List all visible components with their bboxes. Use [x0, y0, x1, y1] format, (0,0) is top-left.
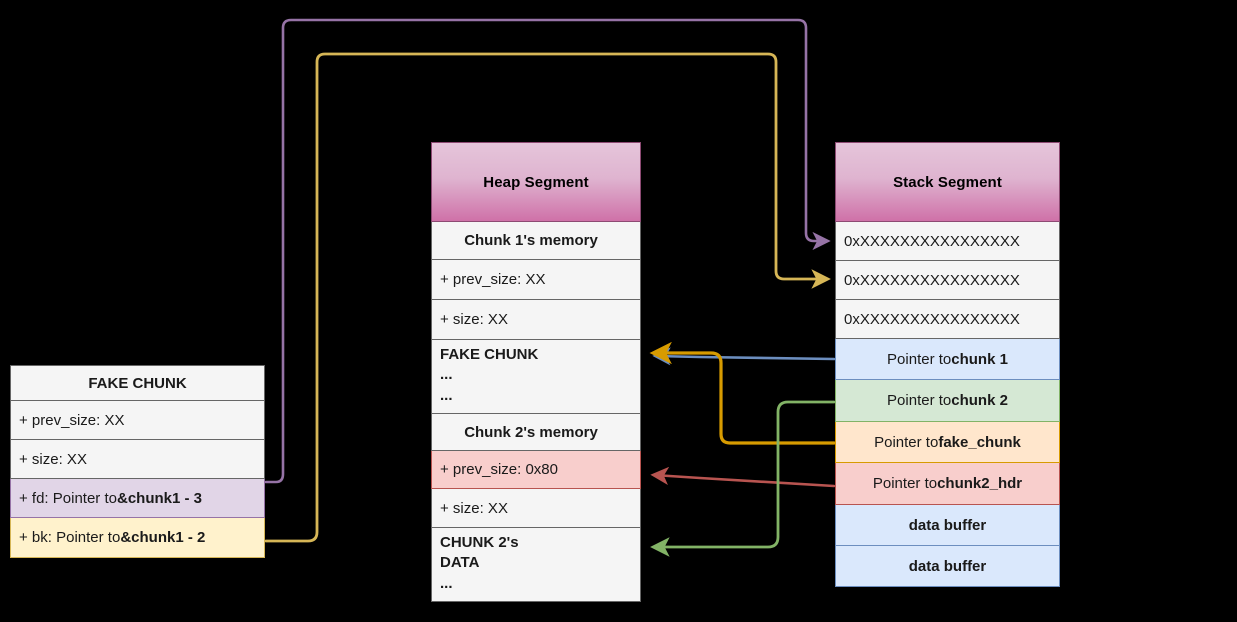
stack-row-address-1[interactable]: 0xXXXXXXXXXXXXXXXX [835, 222, 1060, 261]
heap-row-chunk2-size-label: + size: XX [440, 499, 508, 517]
connector-chunk1-pointer-to-fake-chunk [652, 347, 836, 366]
stack-row-pointer-to-fake-chunk[interactable]: Pointer to fake_chunk [835, 422, 1060, 463]
heap-row-chunk1-memory[interactable]: Chunk 1's memory [431, 222, 641, 260]
connector-chunk2-hdr-pointer-to-prev-size [650, 466, 836, 488]
connector-fake-chunk-pointer-to-fake-chunk [649, 341, 836, 445]
stack-row-data-buffer-1-label: data buffer [908, 516, 987, 534]
stack-row-pointer-to-chunk1[interactable]: Pointer to chunk 1 [835, 339, 1060, 380]
stack-row-pointer-to-chunk1-prefix: Pointer to [887, 350, 952, 368]
stack-segment-header: Stack Segment [835, 142, 1060, 222]
heap-row-fake-chunk-label: FAKE CHUNK [440, 346, 539, 363]
fake-chunk-row-fd[interactable]: + fd: Pointer to &chunk1 - 3 [10, 479, 265, 518]
fake-chunk-header: FAKE CHUNK [10, 365, 265, 401]
stack-row-address-2[interactable]: 0xXXXXXXXXXXXXXXXX [835, 261, 1060, 300]
heap-row-fake-chunk-ellipsis-1: ... [440, 366, 453, 384]
fake-chunk-row-size-label: + size: XX [19, 450, 87, 468]
fake-chunk-box: FAKE CHUNK + prev_size: XX + size: XX + … [10, 365, 265, 558]
fake-chunk-row-fd-prefix: + fd: Pointer to [19, 489, 117, 507]
heap-row-fake-chunk-ellipsis-2: ... [440, 386, 453, 404]
stack-row-pointer-to-fake-chunk-target: fake_chunk [938, 433, 1021, 451]
heap-row-chunk2-data-label-2: DATA [440, 554, 480, 572]
heap-row-chunk1-memory-label: Chunk 1's memory [464, 232, 598, 249]
stack-row-pointer-to-chunk2-hdr-target: chunk2_hdr [937, 475, 1023, 492]
stack-row-pointer-to-chunk2-prefix: Pointer to [887, 392, 952, 409]
fake-chunk-row-bk-target: &chunk1 - 2 [120, 529, 206, 546]
stack-row-pointer-to-fake-chunk-prefix: Pointer to [874, 433, 939, 451]
heap-row-chunk1-size-label: + size: XX [440, 311, 508, 328]
heap-segment: Heap Segment Chunk 1's memory + prev_siz… [431, 142, 641, 602]
stack-row-pointer-to-chunk2-hdr-prefix: Pointer to [872, 475, 938, 492]
fake-chunk-row-prev-size-label: + prev_size: XX [19, 411, 125, 429]
fake-chunk-row-fd-target: &chunk1 - 3 [116, 489, 203, 507]
heap-row-fake-chunk[interactable]: FAKE CHUNK ... ... [431, 340, 641, 414]
stack-row-pointer-to-chunk2-target: chunk 2 [951, 392, 1008, 409]
stack-row-address-3[interactable]: 0xXXXXXXXXXXXXXXXX [835, 300, 1060, 339]
stack-row-pointer-to-chunk2-hdr[interactable]: Pointer to chunk2_hdr [835, 463, 1060, 505]
stack-row-address-2-label: 0xXXXXXXXXXXXXXXXX [844, 271, 1020, 289]
stack-row-pointer-to-chunk2[interactable]: Pointer to chunk 2 [835, 380, 1060, 422]
heap-row-chunk2-memory-label: Chunk 2's memory [464, 423, 598, 441]
fake-chunk-row-size[interactable]: + size: XX [10, 440, 265, 479]
stack-row-data-buffer-2-label: data buffer [908, 557, 987, 575]
fake-chunk-row-bk[interactable]: + bk: Pointer to &chunk1 - 2 [10, 518, 265, 558]
fake-chunk-row-bk-prefix: + bk: Pointer to [19, 529, 121, 546]
heap-row-chunk2-prev-size[interactable]: + prev_size: 0x80 [431, 451, 641, 489]
stack-row-pointer-to-chunk1-target: chunk 1 [951, 350, 1008, 368]
heap-row-chunk2-data[interactable]: CHUNK 2's DATA ... [431, 528, 641, 602]
fake-chunk-row-prev-size[interactable]: + prev_size: XX [10, 401, 265, 440]
stack-row-address-3-label: 0xXXXXXXXXXXXXXXXX [844, 310, 1020, 328]
heap-row-chunk2-data-ellipsis: ... [440, 574, 453, 592]
heap-row-chunk2-memory[interactable]: Chunk 2's memory [431, 414, 641, 451]
heap-row-chunk2-size[interactable]: + size: XX [431, 489, 641, 528]
heap-segment-header: Heap Segment [431, 142, 641, 222]
stack-row-data-buffer-2[interactable]: data buffer [835, 546, 1060, 587]
stack-row-data-buffer-1[interactable]: data buffer [835, 505, 1060, 546]
stack-segment: Stack Segment 0xXXXXXXXXXXXXXXXX 0xXXXXX… [835, 142, 1060, 587]
heap-row-chunk1-size[interactable]: + size: XX [431, 300, 641, 340]
heap-row-chunk2-data-label: CHUNK 2's [440, 534, 519, 551]
connector-chunk2-pointer-to-chunk2-data [650, 400, 836, 557]
heap-row-chunk1-prev-size-label: + prev_size: XX [440, 271, 546, 288]
heap-row-chunk2-prev-size-label: + prev_size: 0x80 [440, 461, 558, 478]
heap-row-chunk1-prev-size[interactable]: + prev_size: XX [431, 260, 641, 300]
stack-row-address-1-label: 0xXXXXXXXXXXXXXXXX [844, 232, 1020, 250]
